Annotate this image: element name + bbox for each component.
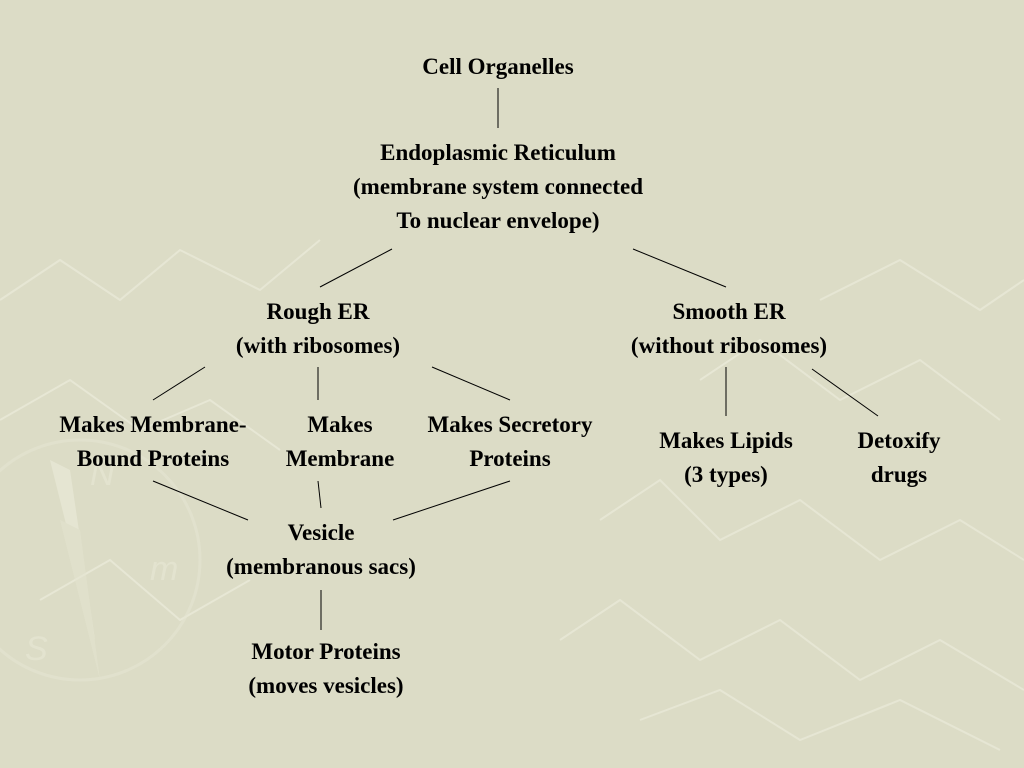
line-makesmembrane-vesicle [317,480,322,509]
node-text: drugs [870,462,928,487]
node-endoplasmic-reticulum: Endoplasmic Reticulum (membrane system c… [353,136,643,238]
node-text: Endoplasmic Reticulum [380,140,616,165]
node-smooth-er: Smooth ER (without ribosomes) [631,295,827,363]
node-text: (moves vesicles) [248,673,404,698]
node-text: Makes [307,412,373,437]
node-text: Makes Secretory [427,412,593,437]
line-rough-secretory [431,366,511,401]
node-text: (with ribosomes) [235,333,401,358]
node-motor-proteins: Motor Proteins (moves vesicles) [248,635,403,703]
node-rough-er: Rough ER (with ribosomes) [236,295,400,363]
compass-n-label: N [90,455,115,493]
node-text: (membrane system connected [353,174,643,199]
line-rough-membranebound [152,366,206,401]
line-er-rough [319,248,393,288]
node-text: (membranous sacs) [226,554,416,579]
node-secretory-proteins: Makes Secretory Proteins [428,408,593,476]
node-text: (3 types) [684,462,768,487]
node-membrane-bound-proteins: Makes Membrane- Bound Proteins [59,408,246,476]
node-text: Bound Proteins [76,446,230,471]
node-text: Detoxify [857,428,941,453]
compass-s-label: S [25,630,48,668]
node-text: Vesicle [287,520,355,545]
node-text: Rough ER [266,299,370,324]
node-makes-lipids: Makes Lipids (3 types) [659,424,793,492]
node-makes-membrane: Makes Membrane [286,408,395,476]
node-vesicle: Vesicle (membranous sacs) [226,516,416,584]
node-text: (without ribosomes) [630,333,828,358]
node-text: Makes Membrane- [59,412,247,437]
node-text: Smooth ER [672,299,786,324]
node-text: To nuclear envelope) [396,208,600,233]
node-text: Membrane [285,446,395,471]
line-er-smooth [632,248,727,288]
line-secretory-vesicle [392,480,511,521]
line-smooth-detoxify [811,368,879,417]
node-text: Proteins [469,446,551,471]
compass-m-label: m [150,550,178,588]
node-text: Motor Proteins [251,639,401,664]
line-membranebound-vesicle [152,480,249,521]
node-detoxify-drugs: Detoxify drugs [857,424,940,492]
node-cell-organelles: Cell Organelles [422,50,573,84]
node-text: Cell Organelles [422,54,574,79]
node-text: Makes Lipids [659,428,793,453]
compass-decoration: N m S [0,438,202,682]
